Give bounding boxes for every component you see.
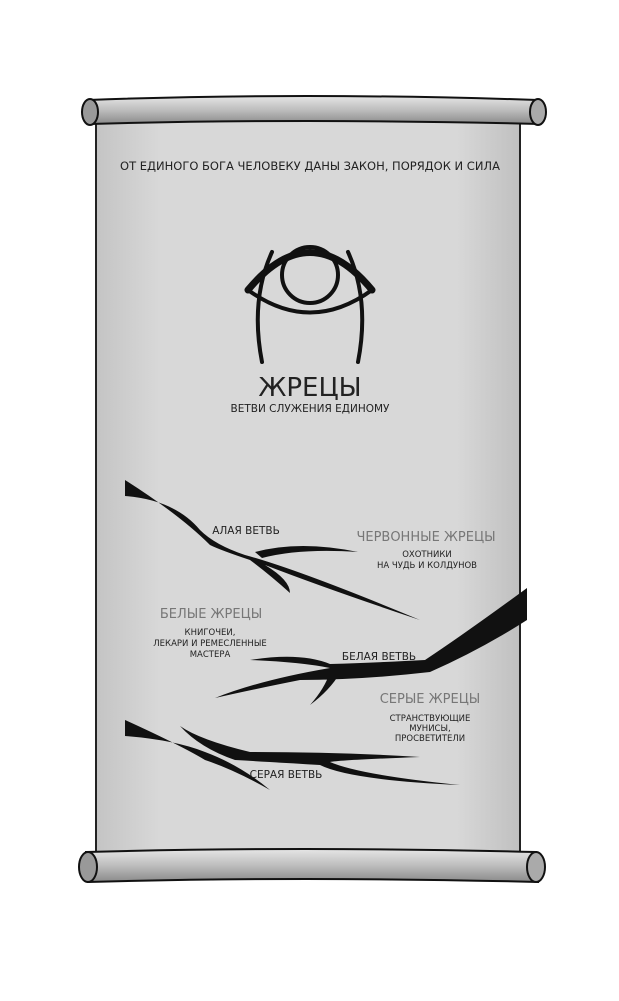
branch-scarlet bbox=[125, 480, 420, 620]
branch-label-scarlet: АЛАЯ ВЕТВЬ bbox=[212, 525, 280, 537]
group-title-white: БЕЛЫЕ ЖРЕЦЫ bbox=[160, 607, 262, 622]
group-desc-line: КНИГОЧЕИ, bbox=[185, 628, 236, 638]
group-desc-line: ПРОСВЕТИТЕЛИ bbox=[395, 734, 465, 744]
branch-grey bbox=[125, 720, 460, 790]
scroll-sheet bbox=[95, 111, 521, 865]
branch-label-white: БЕЛАЯ ВЕТВЬ bbox=[342, 651, 416, 663]
branch-white bbox=[215, 588, 527, 705]
group-desc-line: МАСТЕРА bbox=[190, 650, 231, 660]
branches bbox=[125, 480, 527, 790]
scroll-bottom-roll bbox=[78, 848, 546, 884]
group-desc-line: МУНИСЫ, bbox=[409, 724, 450, 734]
eye-icon bbox=[244, 245, 376, 364]
page-title: ЖРЕЦЫ bbox=[258, 373, 361, 403]
group-desc-line: ОХОТНИКИ bbox=[402, 550, 452, 560]
group-desc-line: НА ЧУДЬ И КОЛДУНОВ bbox=[377, 561, 477, 571]
page-subtitle: ВЕТВИ СЛУЖЕНИЯ ЕДИНОМУ bbox=[231, 403, 391, 415]
group-title-crimson: ЧЕРВОННЫЕ ЖРЕЦЫ bbox=[356, 530, 495, 545]
scroll-top-roll bbox=[81, 95, 547, 126]
group-desc-line: СТРАНСТВУЮЩИЕ bbox=[390, 714, 471, 724]
branch-label-grey: СЕРАЯ ВЕТВЬ bbox=[250, 769, 323, 781]
motto-text: ОТ ЕДИНОГО БОГА ЧЕЛОВЕКУ ДАНЫ ЗАКОН, ПОР… bbox=[120, 159, 500, 173]
group-title-grey: СЕРЫЕ ЖРЕЦЫ bbox=[380, 692, 481, 707]
group-desc-line: ЛЕКАРИ И РЕМЕСЛЕННЫЕ bbox=[153, 639, 266, 649]
